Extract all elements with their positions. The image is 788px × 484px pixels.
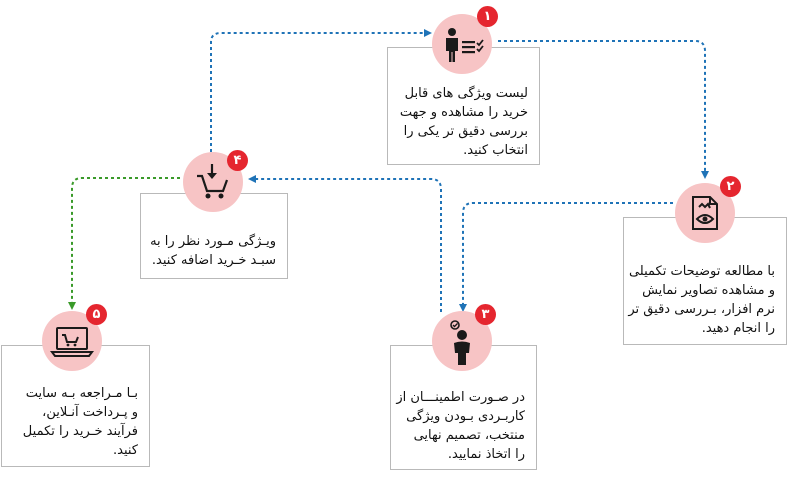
document-inspect-icon — [692, 196, 718, 230]
step-3-line: در صـورت اطمینـــان از — [396, 390, 525, 405]
step-5-number-badge: ۵ — [86, 304, 107, 325]
person-list-icon — [446, 28, 484, 62]
step-2-line: نرم افزار، بـررسی دقیق تر — [628, 302, 775, 317]
step-2-line: را انجام دهید. — [701, 321, 775, 336]
step-3-line: کار‌بـردی بـودن ویژگی — [406, 409, 525, 424]
thinking-person-icon — [450, 320, 470, 365]
step-5-text-box: بـا مـراجعه بـه سایت و پـرداخت آنـلاین، … — [1, 345, 150, 467]
step-2-number-badge: ۲ — [720, 176, 741, 197]
step-4-line: ویـژگی مـورد نظر را به — [150, 234, 276, 249]
step-5-line: کنید. — [113, 443, 138, 458]
arrow-step4-to-step1 — [210, 29, 432, 152]
step-2-text-box: با مطالعه توضیحات تکمیلی و مشاهده تصاویر… — [623, 217, 787, 345]
step-2-line: و مشاهده تصاویر نمایش — [642, 283, 775, 298]
step-1-text-box: لیست ویژگی های قابل خرید را مشاهده و جهت… — [387, 47, 540, 165]
step-1-line: خرید را مشاهده و جهت — [399, 105, 528, 120]
arrow-step4-to-step5 — [68, 177, 180, 310]
step-3-line: منتخب، تصمیم نهایی — [413, 428, 525, 443]
step-4-line: سبـد خـرید اضافه کنید. — [151, 253, 276, 268]
step-1-number-badge: ۱ — [477, 6, 498, 27]
step-5-line: بـا مـراجعه بـه سایت — [25, 386, 138, 401]
step-5-line: و پـرداخت آنـلاین، — [42, 405, 138, 420]
arrow-step2-to-step3 — [459, 202, 673, 312]
step-3-number-badge: ۳ — [475, 304, 496, 325]
arrow-step3-to-step4 — [248, 175, 442, 312]
step-4-number-badge: ۴ — [227, 150, 248, 171]
step-2-line: با مطالعه توضیحات تکمیلی — [628, 264, 775, 279]
laptop-cart-icon — [50, 327, 94, 357]
arrow-step1-to-step2 — [498, 40, 709, 179]
step-1-line: بررسی دقیق تر یکی را — [403, 124, 528, 139]
add-to-cart-icon — [197, 164, 229, 199]
step-1-line: لیست ویژگی های قابل — [404, 86, 528, 101]
step-1-line: انتخاب کنید. — [463, 143, 528, 158]
step-5-line: فرآیند خـرید را تکمیل — [22, 424, 138, 439]
step-3-line: را اتخاذ نمایید. — [447, 447, 525, 462]
